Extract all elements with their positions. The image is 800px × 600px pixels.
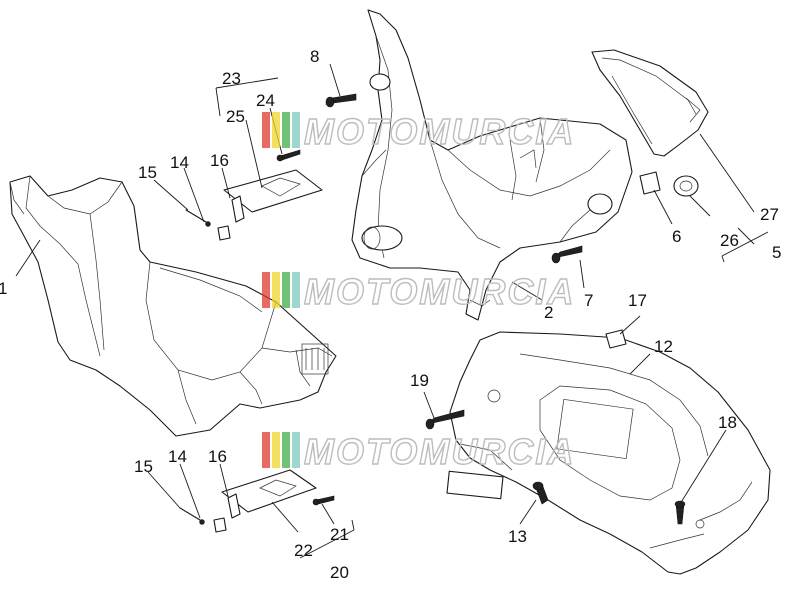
watermark-bottom: MOTOMURCIA	[262, 430, 575, 473]
callout-20: 20	[330, 563, 349, 582]
watermark-stripe-red	[262, 112, 270, 148]
callout-18: 18	[718, 413, 737, 432]
callout-16-upper: 16	[210, 151, 229, 170]
callout-17: 17	[628, 291, 647, 310]
callout-25: 25	[226, 107, 245, 126]
watermark-stripe-yellow	[272, 272, 280, 308]
callout-7: 7	[584, 291, 593, 310]
watermark-text: MOTOMURCIA	[304, 111, 575, 152]
watermark-stripe-teal	[292, 432, 300, 468]
clip-6	[639, 171, 661, 195]
callout-6: 6	[672, 227, 681, 246]
watermark-stripe-red	[262, 432, 270, 468]
pin-24	[276, 149, 301, 162]
screw-18	[674, 500, 686, 525]
callout-14-upper: 14	[170, 153, 189, 172]
watermark-stripe-teal	[292, 112, 300, 148]
callout-15-lower: 15	[134, 457, 153, 476]
part-clips-lower-left	[179, 493, 241, 533]
callout-8: 8	[310, 47, 319, 66]
callout-22: 22	[294, 541, 313, 560]
part-cover-plate-lower	[221, 469, 317, 513]
callout-19: 19	[410, 371, 429, 390]
callout-24: 24	[256, 91, 275, 110]
screw-13	[532, 481, 549, 505]
watermark-text: MOTOMURCIA	[304, 271, 575, 312]
watermark-stripe-green	[282, 272, 290, 308]
callout-13: 13	[508, 527, 527, 546]
screw-19	[425, 409, 465, 430]
watermark-stripe-yellow	[272, 112, 280, 148]
screw-7	[551, 245, 583, 264]
watermark-stripe-green	[282, 432, 290, 468]
grommet-26	[673, 175, 699, 197]
part-rear-cover	[446, 331, 771, 575]
watermark-stripe-yellow	[272, 432, 280, 468]
callout-26: 26	[720, 231, 739, 250]
watermark-stripe-green	[282, 112, 290, 148]
callout-2: 2	[544, 303, 553, 322]
callout-16-lower: 16	[208, 447, 227, 466]
part-inner-panel	[351, 9, 633, 321]
part-upper-right-bezel	[591, 49, 709, 157]
callout-14-lower: 14	[168, 447, 187, 466]
clip-17	[605, 329, 627, 349]
callout-1: 1	[0, 279, 7, 298]
part-clips-upper-left	[185, 195, 245, 241]
watermark-top: MOTOMURCIA	[262, 110, 575, 153]
callout-21: 21	[330, 525, 349, 544]
callout-12: 12	[654, 337, 673, 356]
callout-5: 5	[772, 243, 781, 262]
watermark-text: MOTOMURCIA	[304, 431, 575, 472]
screw-8	[325, 93, 357, 108]
part-cover-plate-upper	[223, 169, 323, 213]
callout-23: 23	[222, 69, 241, 88]
part-front-shield	[9, 175, 337, 437]
callout-15-upper: 15	[138, 163, 157, 182]
callout-labels: 1 2 5 6 7 8 12 13 14 14 15 15 16 16 17 1…	[0, 47, 781, 582]
watermark-stripe-teal	[292, 272, 300, 308]
watermark-stripe-red	[262, 272, 270, 308]
pin-21	[312, 495, 335, 506]
callout-27: 27	[760, 205, 779, 224]
watermark-middle: MOTOMURCIA	[262, 270, 575, 313]
